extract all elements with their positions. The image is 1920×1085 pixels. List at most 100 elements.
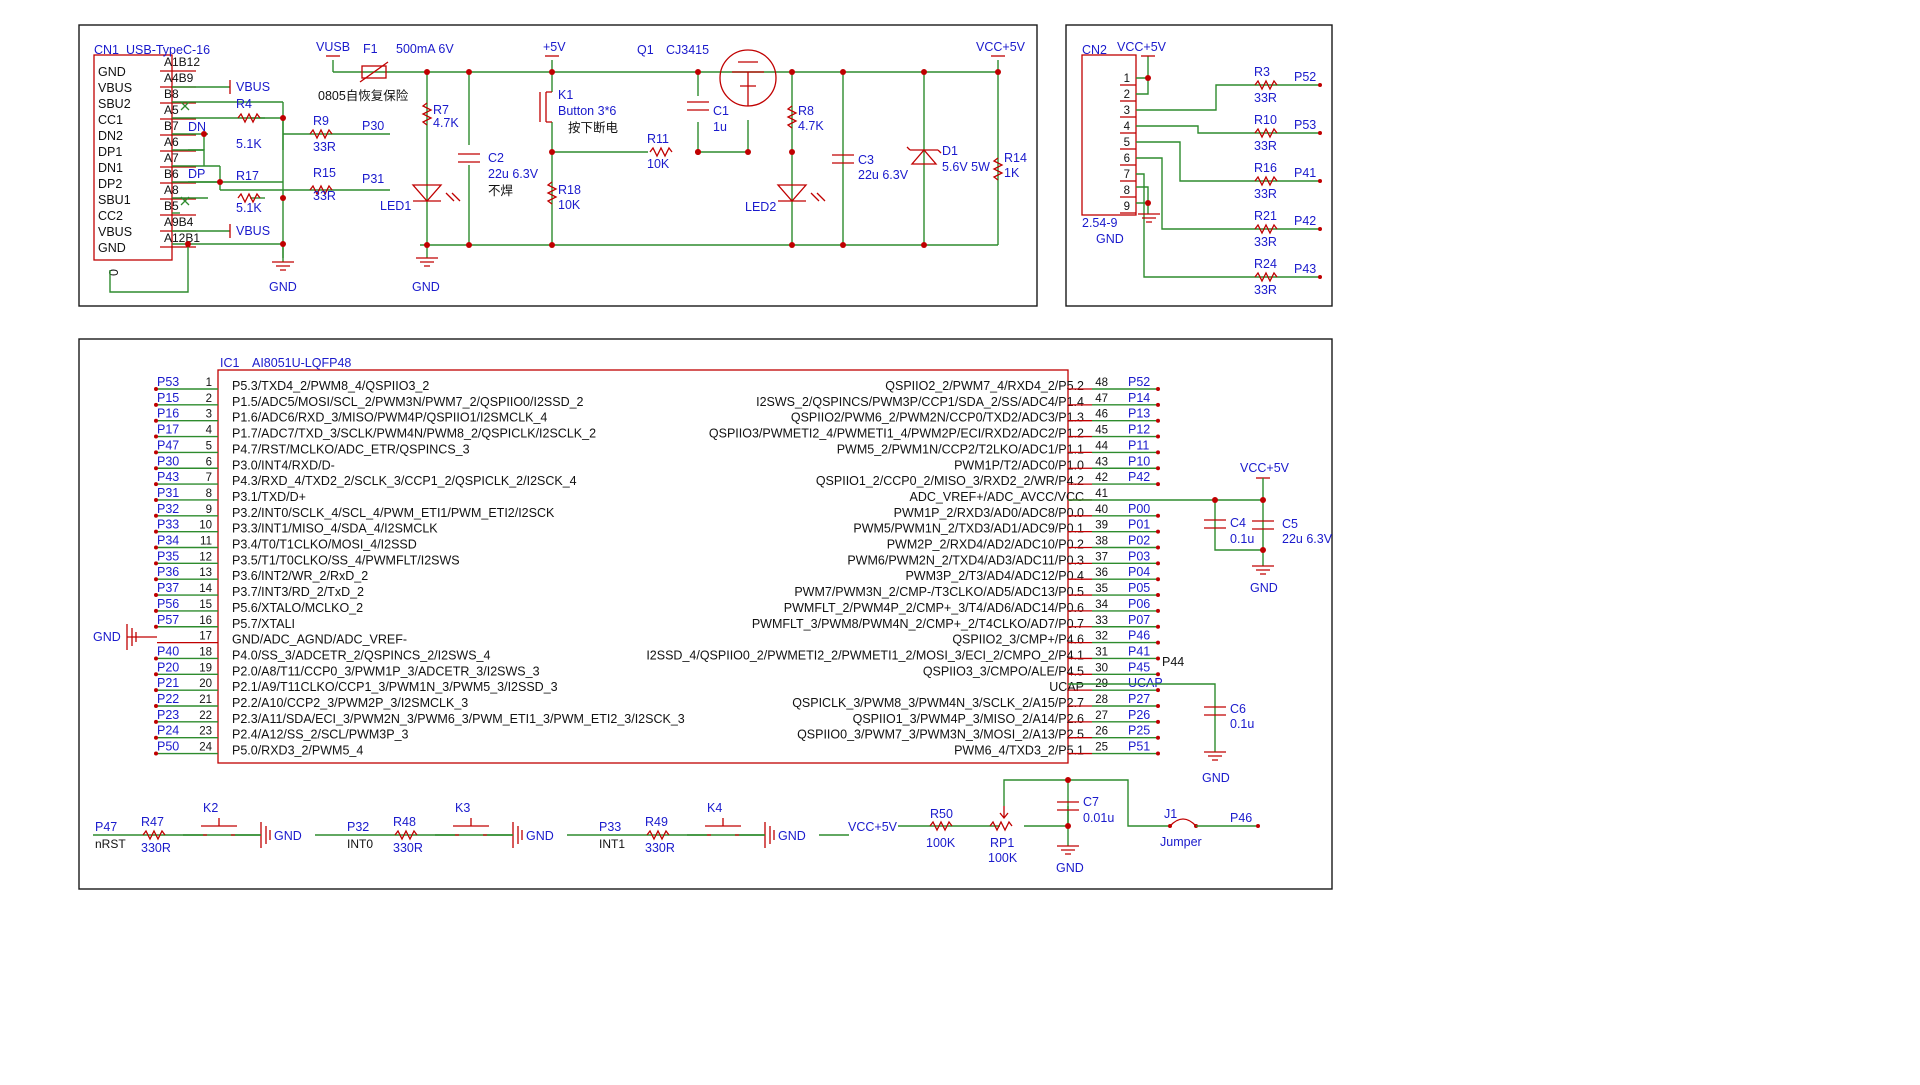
usb-pin-6: DN1 [98, 161, 123, 175]
gnd-symbol-mcu-2: GND [1202, 751, 1230, 785]
resistor-r17: R17 5.1K [236, 169, 262, 215]
svg-text:0.1u: 0.1u [1230, 532, 1254, 546]
svg-text:R18: R18 [558, 183, 581, 197]
mcu-net-P53: P53 [157, 375, 179, 389]
mcu-pin-32-num: 32 [1095, 631, 1108, 643]
header-net-P41: P41 [1294, 166, 1316, 180]
mcu-pin-3-num: 3 [206, 409, 212, 421]
mcu-pin-20-func: P2.1/A9/T11CLKO/CCP1_3/PWM1N_3/PWM5_3/I2… [232, 680, 558, 694]
mcu-pin-31-func: I2SSD_4/QSPIIO0_2/PWMETI2_2/PWMETI1_2/MO… [646, 648, 1084, 662]
mcu-pin-37-func: PWM6/PWM2N_2/TXD4/AD3/ADC11/P0.3 [847, 553, 1084, 567]
header-res-val-2: 33R [1254, 187, 1277, 201]
resistor-r8: R8 4.7K [786, 104, 824, 133]
key-res-ref-2: R49 [645, 815, 668, 829]
mcu-pin-41-func: ADC_VREF+/ADC_AVCC/VCC [910, 490, 1084, 504]
mcu-pin-46-num: 46 [1095, 409, 1108, 421]
svg-text:RP1: RP1 [990, 836, 1014, 850]
header-pin-4: 4 [1124, 121, 1131, 133]
svg-text:4.7K: 4.7K [433, 116, 459, 130]
mcu-pin-2-func: P1.5/ADC5/MOSI/SCL_2/PWM3N/PWM7_2/QSPIIO… [232, 395, 584, 409]
mcu-net-r-P51: P51 [1128, 740, 1150, 754]
resistor-r7: R7 4.7K [421, 102, 459, 130]
mcu-pin-25-func: PWM6_4/TXD3_2/P5.1 [954, 744, 1084, 758]
svg-text:R11: R11 [647, 132, 669, 146]
svg-text:0805自恢复保险: 0805自恢复保险 [318, 88, 409, 103]
svg-text:Q1: Q1 [637, 43, 654, 57]
mcu-ic1: IC1 AI8051U-LQFP48 P5.3/TXD4_2/PWM8_4/QS… [154, 356, 1163, 764]
svg-text:10K: 10K [558, 198, 581, 212]
svg-text:22u 6.3V: 22u 6.3V [858, 168, 909, 182]
mcu-net-r-P06: P06 [1128, 597, 1150, 611]
mcu-net-P37: P37 [157, 581, 179, 595]
svg-text:R7: R7 [433, 103, 449, 117]
fuse-f1: F1 500mA 6V 0805自恢复保险 [318, 42, 454, 103]
mcu-pin-24-num: 24 [199, 742, 212, 754]
usb-wiring [109, 86, 390, 293]
mcu-pin-14-num: 14 [199, 583, 212, 595]
mcu-net-P34: P34 [157, 534, 179, 548]
mcu-net-P20: P20 [157, 660, 179, 674]
resistor-r14: R14 1K [992, 151, 1027, 181]
svg-text:R14: R14 [1004, 151, 1027, 165]
svg-text:100K: 100K [988, 851, 1018, 865]
zener-d1: D1 5.6V 5W [906, 144, 990, 174]
key-net-P32: P32 [347, 820, 369, 834]
mcu-net-P32: P32 [157, 502, 179, 516]
mcu-net-r-P42: P42 [1128, 470, 1150, 484]
frame-header [1065, 24, 1333, 307]
svg-text:F1: F1 [363, 42, 378, 56]
header-pin-5: 5 [1124, 137, 1130, 149]
mcu-net-r-P05: P05 [1128, 581, 1150, 595]
led1: LED1 [380, 184, 461, 213]
mcu-gnd-symbol-left [126, 624, 157, 650]
capacitor-c3: C3 22u 6.3V [832, 153, 909, 182]
mcu-pin-48-num: 48 [1095, 377, 1108, 389]
mcu-net-P33: P33 [157, 518, 179, 532]
mcu-net-P31: P31 [157, 486, 179, 500]
mcu-pin-27-num: 27 [1095, 710, 1108, 722]
svg-text:K1: K1 [558, 88, 573, 102]
key-ref-1: K3 [455, 801, 470, 815]
mcu-pin-17-func: GND/ADC_AGND/ADC_VREF- [232, 633, 407, 647]
button-k1: K1 Button 3*6 按下断电 [539, 88, 619, 135]
key-net-P47: P47 [95, 820, 117, 834]
svg-text:10K: 10K [647, 157, 670, 171]
capacitor-c2: C2 22u 6.3V 不焊 [458, 151, 539, 198]
mcu-pin-5-func: P4.7/RST/MCLKO/ADC_ETR/QSPINCS_3 [232, 442, 470, 456]
svg-text:J1: J1 [1164, 807, 1177, 821]
mcu-pin-39-func: PWM5/PWM1N_2/TXD3/AD1/ADC9/P0.1 [853, 522, 1084, 536]
svg-text:VCC+5V: VCC+5V [848, 820, 898, 834]
net-p44-label: P44 [1162, 655, 1184, 669]
mcu-pin-12-func: P3.5/T1/T0CLKO/SS_4/PWMFLT/I2SWS [232, 553, 460, 567]
header-net-P42: P42 [1294, 214, 1316, 228]
mcu-pin-30-func: QSPIIO3_3/CMPO/ALE/P4.5 [923, 664, 1084, 678]
svg-text:C7: C7 [1083, 795, 1099, 809]
svg-text:按下断电: 按下断电 [568, 120, 619, 135]
usb-gnd-label: GND [269, 280, 297, 294]
mcu-pin-12-num: 12 [199, 551, 212, 563]
mcu-net-r-P11: P11 [1128, 438, 1149, 452]
plus5v-label: +5V [543, 40, 566, 54]
mcu-net-r-P26: P26 [1128, 708, 1150, 722]
mcu-net-r-P45: P45 [1128, 660, 1150, 674]
mcu-pin-25-num: 25 [1095, 742, 1108, 754]
mosfet-q1: Q1 CJ3415 [637, 43, 777, 107]
mcu-pin-11-num: 11 [200, 536, 212, 548]
usb-code-5: A6 [164, 135, 179, 149]
usb-zero-label: 0 [107, 269, 121, 276]
mcu-pin-45-func: QSPIIO3/PWMETI2_4/PWMETI1_4/PWM2P/ECI/RX… [709, 427, 1084, 441]
svg-text:C3: C3 [858, 153, 874, 167]
mcu-pin-16-func: P5.7/XTALI [232, 617, 295, 631]
header-pin-1: 1 [1124, 73, 1130, 85]
usb-code-3: A5 [164, 103, 179, 117]
svg-text:500mA 6V: 500mA 6V [396, 42, 454, 56]
svg-text:4.7K: 4.7K [798, 119, 824, 133]
mcu-pin-19-num: 19 [199, 662, 212, 674]
usb-pin-5: DP1 [98, 145, 122, 159]
key-net-P33: P33 [599, 820, 621, 834]
mcu-pin-33-num: 33 [1095, 615, 1108, 627]
mcu-pin-29-func: UCAP [1049, 680, 1084, 694]
